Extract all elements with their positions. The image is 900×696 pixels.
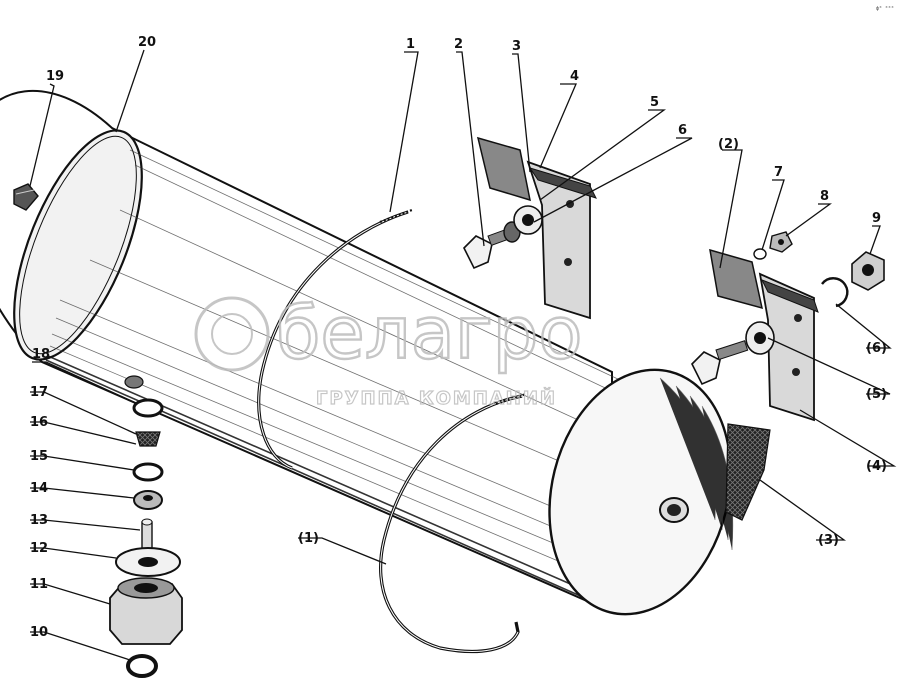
corner-mark: ϕ⁰ ⁰⁰⁰ [876,6,894,12]
mounting-bracket-lower [709,248,819,521]
callout-2: 2 [454,37,463,52]
callout-2-alt: (2) [718,137,739,152]
callout-3: 3 [512,39,521,54]
callout-6: 6 [678,123,687,138]
callout-8: 8 [820,189,829,204]
callout-16: 16 [30,415,48,430]
tank-strap-part-2 [379,392,527,654]
air-receiver-tank [0,89,734,616]
watermark-subtitle: ГРУППА КОМПАНИЙ [316,387,557,409]
callout-4: 4 [570,69,579,84]
callout-7: 7 [774,165,783,180]
leader-lines [29,49,897,661]
callout-6-alt: (6) [866,341,887,356]
callout-1: 1 [406,37,415,52]
callout-11: 11 [30,577,48,592]
nut-washer-set-right [753,231,885,308]
callout-18: 18 [32,347,50,362]
drain-valve-assembly [109,398,183,678]
callout-9: 9 [872,211,881,226]
bolt-washer-set-upper [463,205,543,270]
callout-17: 17 [30,385,48,400]
callout-10: 10 [30,625,48,640]
watermark: белагро ГРУППА КОМПАНИЙ [194,290,584,410]
callout-4-alt: (4) [866,459,887,474]
callout-3-alt: (3) [818,533,839,548]
callout-13: 13 [30,513,48,528]
callout-15: 15 [30,449,48,464]
callout-19: 19 [46,69,64,84]
callout-5: 5 [650,95,659,110]
callout-labels: 20 19 1 2 3 4 5 6 (2) 7 8 9 (6) (5) (4) … [30,35,887,640]
callout-5-alt: (5) [866,387,887,402]
callout-1-alt: (1) [298,531,319,546]
callout-20: 20 [138,35,156,50]
bolt-washer-set-lower [691,321,775,386]
callout-12: 12 [30,541,48,556]
tank-strap-part [257,208,413,470]
watermark-logo-text: белагро [276,291,582,375]
callout-14: 14 [30,481,48,496]
plug-part [13,183,39,211]
